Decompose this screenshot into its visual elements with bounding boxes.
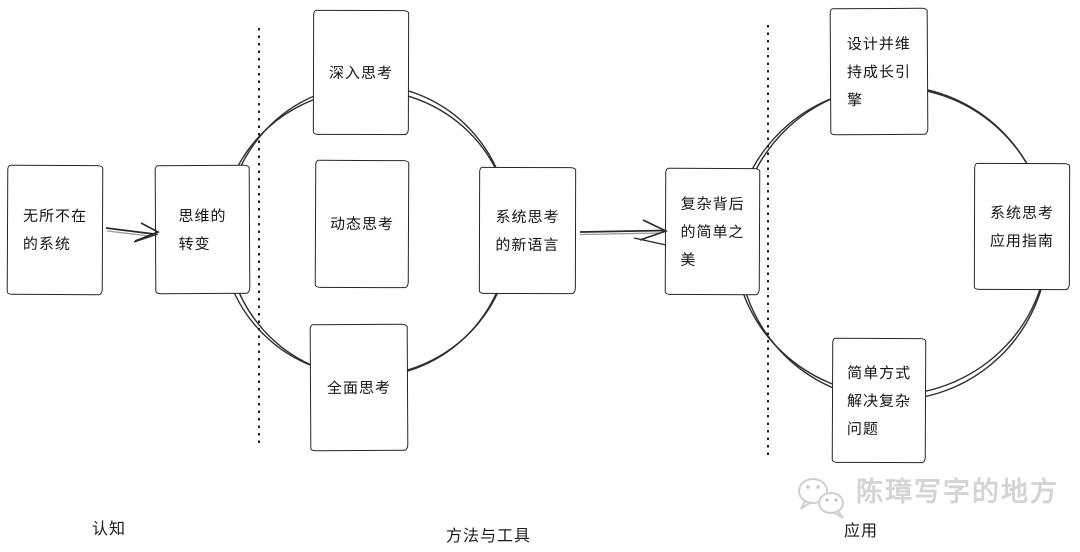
node-holistic-thinking: 全面思考 (309, 323, 409, 452)
watermark: 陈璋写字的地方 (794, 476, 1059, 520)
node-label: 设计并维 持成长引 擎 (846, 34, 912, 109)
watermark-text: 陈璋写字的地方 (856, 477, 1059, 508)
node-label: 复杂背后 的简单之 美 (680, 194, 745, 269)
node-deep-thinking: 深入思考 (312, 9, 410, 136)
node-simplicity-behind-complexity: 复杂背后 的简单之 美 (664, 167, 761, 296)
wechat-icon (798, 478, 844, 519)
node-mindset-shift: 思维的 转变 (154, 164, 251, 295)
section-label-methods-tools: 方法与工具 (446, 526, 532, 545)
node-simple-solutions: 简单方式 解决复杂 问题 (831, 337, 927, 464)
node-label: 思维的 转变 (178, 206, 227, 253)
node-label: 全面思考 (326, 378, 392, 397)
node-label: 无所不在 的系统 (22, 206, 88, 254)
node-systems-thinking-language: 系统思考 的新语言 (478, 166, 577, 295)
node-label: 系统思考 的新语言 (495, 207, 560, 254)
node-label: 深入思考 (328, 63, 394, 82)
section-label-application: 应用 (844, 521, 879, 540)
node-dynamic-thinking: 动态思考 (314, 159, 410, 289)
node-ubiquitous-systems: 无所不在 的系统 (6, 164, 104, 296)
node-label: 动态思考 (329, 214, 395, 234)
node-label: 简单方式 解决复杂 问题 (846, 363, 912, 438)
node-application-guide: 系统思考 应用指南 (973, 162, 1071, 291)
section-label-cognition: 认知 (92, 519, 127, 538)
node-growth-engine: 设计并维 持成长引 擎 (829, 7, 929, 136)
node-label: 系统思考 应用指南 (989, 203, 1055, 250)
